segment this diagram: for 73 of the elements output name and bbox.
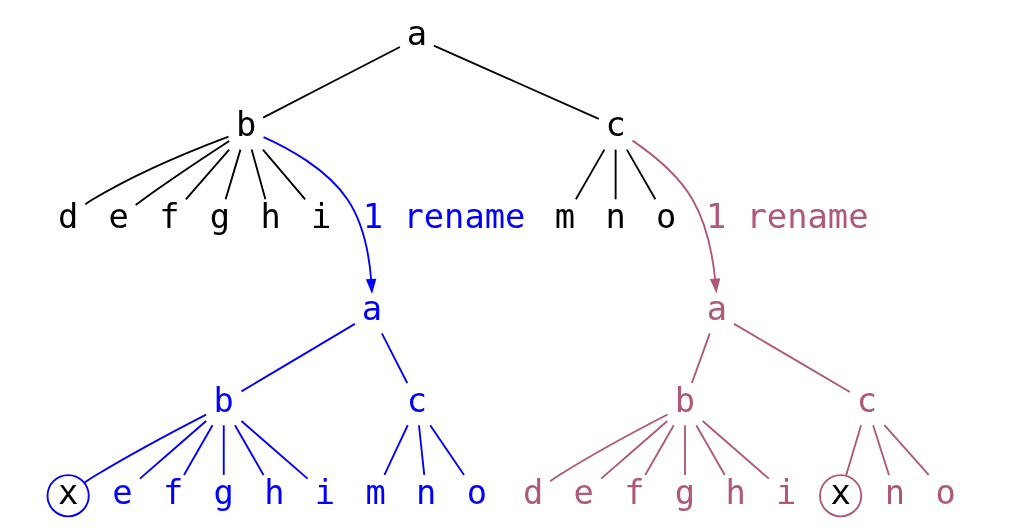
node-text: i — [776, 472, 797, 512]
node-text: c — [605, 105, 626, 145]
connector — [222, 424, 225, 476]
node-text: f — [624, 472, 645, 512]
node-text: h — [260, 197, 281, 237]
node-text: d — [522, 472, 544, 512]
connector — [224, 148, 242, 201]
node-text: o — [466, 472, 488, 512]
node-text: e — [112, 472, 133, 512]
connector — [261, 148, 307, 201]
connector — [418, 424, 426, 476]
node-text: i — [314, 472, 336, 512]
node-circle: x — [819, 474, 863, 518]
connector — [883, 424, 930, 476]
node-text: d — [57, 197, 79, 237]
node-text: a — [361, 289, 383, 329]
node-text: b — [213, 381, 234, 421]
connector — [684, 424, 686, 476]
arrow — [631, 139, 721, 294]
connector — [432, 44, 600, 120]
connector — [872, 424, 890, 476]
connector — [380, 332, 409, 384]
node-text: i — [311, 197, 332, 237]
node-text: f — [162, 472, 184, 512]
node-text: g — [213, 472, 234, 512]
connector — [250, 148, 267, 201]
arrow — [262, 136, 377, 295]
connector — [695, 424, 726, 476]
node-text: n — [884, 472, 906, 512]
node-text: c — [856, 381, 878, 421]
node-text: o — [656, 197, 677, 237]
connector — [134, 140, 231, 206]
node-text: h — [264, 472, 285, 512]
node-text: c — [406, 381, 428, 421]
node-circle: x — [46, 474, 90, 518]
node-text: e — [573, 472, 594, 512]
connector — [184, 148, 231, 201]
connector — [614, 148, 617, 201]
connector — [183, 424, 214, 476]
connector — [600, 420, 669, 480]
node-text: f — [159, 197, 180, 237]
connector — [701, 420, 770, 480]
connector — [625, 148, 657, 201]
node-text: h — [725, 472, 746, 512]
edge-label: 1 rename — [362, 197, 526, 237]
node-text: m — [365, 472, 386, 512]
node-text: m — [554, 197, 576, 237]
node-text: e — [108, 197, 129, 237]
node-text: b — [674, 381, 696, 421]
connector — [733, 323, 851, 393]
connector — [549, 413, 669, 483]
connector — [262, 46, 401, 119]
node-text: o — [935, 472, 956, 512]
connector — [83, 413, 208, 484]
connector — [574, 148, 606, 201]
connector — [84, 135, 230, 206]
connector — [690, 332, 711, 384]
connector — [234, 424, 265, 476]
node-text: n — [416, 472, 437, 512]
node-text: g — [674, 472, 696, 512]
connector — [240, 323, 356, 393]
node-text: a — [406, 13, 428, 53]
node-text: n — [605, 197, 626, 237]
edge-label: 1 rename — [705, 197, 869, 237]
node-text: a — [706, 289, 728, 329]
node-text: b — [236, 105, 257, 145]
connector — [845, 424, 862, 477]
connector — [383, 424, 409, 476]
node-text: g — [209, 197, 231, 237]
connector — [644, 424, 675, 476]
connector — [240, 420, 309, 480]
connector — [429, 424, 465, 476]
connector — [139, 420, 208, 480]
